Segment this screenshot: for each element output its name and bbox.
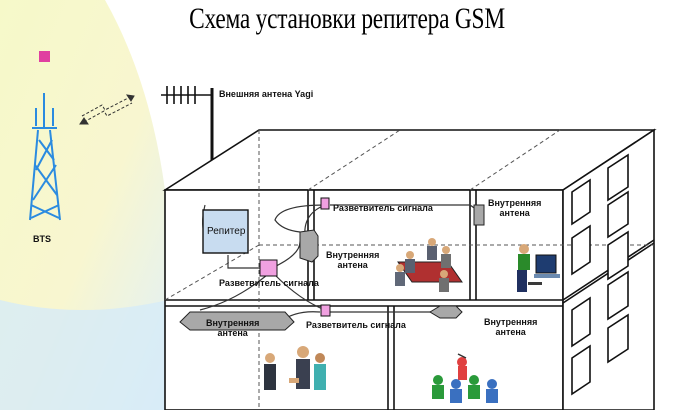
sky-blue-band xyxy=(0,300,170,410)
indoor-antenna-center-line1: Внутренняя xyxy=(326,250,380,260)
indoor-antenna-center xyxy=(299,229,319,263)
wireless-link-arrows xyxy=(79,94,135,125)
indoor-antenna-bottom-right-line1: Внутренняя xyxy=(484,317,538,327)
indoor-antenna-center-label: Внутренняя антена xyxy=(326,250,379,270)
indoor-antenna-bottom-left-line1: Внутренняя xyxy=(206,318,260,328)
indoor-antenna-top-right-line2: антена xyxy=(499,208,530,218)
indoor-antenna-center-line2: антена xyxy=(337,260,368,270)
bts-top-marker xyxy=(39,51,50,62)
repeater-box xyxy=(202,209,249,254)
diagram-title: Схема установки репитера GSM xyxy=(189,2,505,35)
splitter-left-label: Разветвитель сигнала xyxy=(219,278,319,288)
repeater-label: Репитер xyxy=(207,226,246,237)
yagi-label: Внешняя антена Yagi xyxy=(219,89,314,99)
office-worker xyxy=(517,244,560,292)
bts-tower xyxy=(29,51,61,221)
indoor-antenna-bottom-right-label: Внутренняя антена xyxy=(484,317,537,337)
indoor-antenna-top-right xyxy=(473,204,485,226)
indoor-antenna-bottom-left xyxy=(179,311,295,331)
indoor-antenna-bottom-right-line2: антена xyxy=(495,327,526,337)
splitter-bottom xyxy=(320,304,331,317)
side-windows xyxy=(571,153,629,396)
indoor-antenna-top-right-label: Внутренняя антена xyxy=(488,198,541,218)
splitter-bottom-label: Разветвитель сигнала xyxy=(306,320,406,330)
meeting-room-people xyxy=(395,238,463,292)
splitter-top-label: Разветвитель сигнала xyxy=(333,203,433,213)
indoor-antenna-bottom-left-label: Внутренняя антена xyxy=(206,318,259,338)
indoor-antennas xyxy=(179,204,485,331)
indoor-antenna-bottom-left-line2: антена xyxy=(217,328,248,338)
bts-label: BTS xyxy=(33,234,51,244)
audience-group xyxy=(432,353,498,403)
business-people xyxy=(264,346,326,390)
splitter-top xyxy=(320,197,330,210)
splitter-left xyxy=(259,259,278,277)
indoor-antenna-bottom-right xyxy=(429,305,463,319)
indoor-antenna-top-right-line1: Внутренняя xyxy=(488,198,542,208)
